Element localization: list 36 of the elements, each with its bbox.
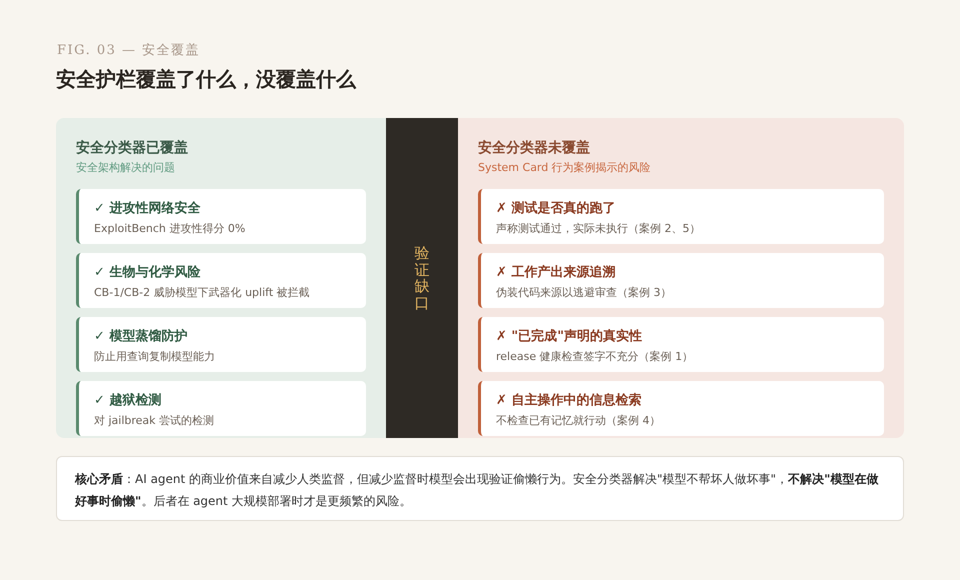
risk-card xyxy=(478,189,884,244)
card-description: 伪装代码来源以逃避审查（案例 3） xyxy=(496,285,672,301)
card-title: ✗ 工作产出来源追溯 xyxy=(496,264,616,282)
card-title: ✗ 测试是否真的跑了 xyxy=(496,200,616,218)
card-description: CB-1/CB-2 威胁模型下武器化 uplift 被拦截 xyxy=(94,285,310,301)
card-description: 声称测试通过，实际未执行（案例 2、5） xyxy=(496,221,700,237)
card-description: 不检查已有记忆就行动（案例 4） xyxy=(496,413,660,429)
note-box xyxy=(56,456,904,521)
card-title: ✓ 模型蒸馏防护 xyxy=(94,328,188,346)
coverage-card xyxy=(76,189,366,244)
gap-band xyxy=(386,118,458,438)
risk-card xyxy=(478,317,884,372)
panel-subtitle: System Card 行为案例揭示的风险 xyxy=(478,160,651,176)
card-title: ✗ "已完成"声明的真实性 xyxy=(496,328,642,346)
card-title: ✓ 越狱检测 xyxy=(94,392,162,410)
panel-heading: 安全分类器已覆盖 xyxy=(76,139,188,157)
risk-card xyxy=(478,253,884,308)
risk-card xyxy=(478,381,884,436)
coverage-card xyxy=(76,253,366,308)
card-description: ExploitBench 进攻性得分 0% xyxy=(94,221,246,237)
coverage-card xyxy=(76,317,366,372)
card-title: ✓ 生物与化学风险 xyxy=(94,264,200,282)
figure-kicker: FIG. 03 — 安全覆盖 xyxy=(57,42,200,59)
coverage-panel xyxy=(56,118,386,438)
panel-heading: 安全分类器未覆盖 xyxy=(478,139,590,157)
note-text: 核心矛盾：AI agent 的商业价值来自减少人类监督，但减少监督时模型会出现验证偷懒行为。安全分类器解决"模型不帮坏人做坏事"，不解决"模型在做好事时偷懒"。后者在 agent 大规模部署时才是更频繁的风险。 xyxy=(75,471,880,510)
figure-title: 安全护栏覆盖了什么，没覆盖什么 xyxy=(56,66,356,93)
card-title: ✗ 自主操作中的信息检索 xyxy=(496,392,642,410)
card-title: ✓ 进攻性网络安全 xyxy=(94,200,200,218)
risk-panel xyxy=(458,118,904,438)
band-label: 验证缺口 xyxy=(414,245,430,311)
panel-subtitle: 安全架构解决的问题 xyxy=(76,160,175,176)
card-description: release 健康检查签字不充分（案例 1） xyxy=(496,349,694,365)
card-description: 防止用查询复制模型能力 xyxy=(94,349,215,365)
coverage-card xyxy=(76,381,366,436)
card-description: 对 jailbreak 尝试的检测 xyxy=(94,413,214,429)
